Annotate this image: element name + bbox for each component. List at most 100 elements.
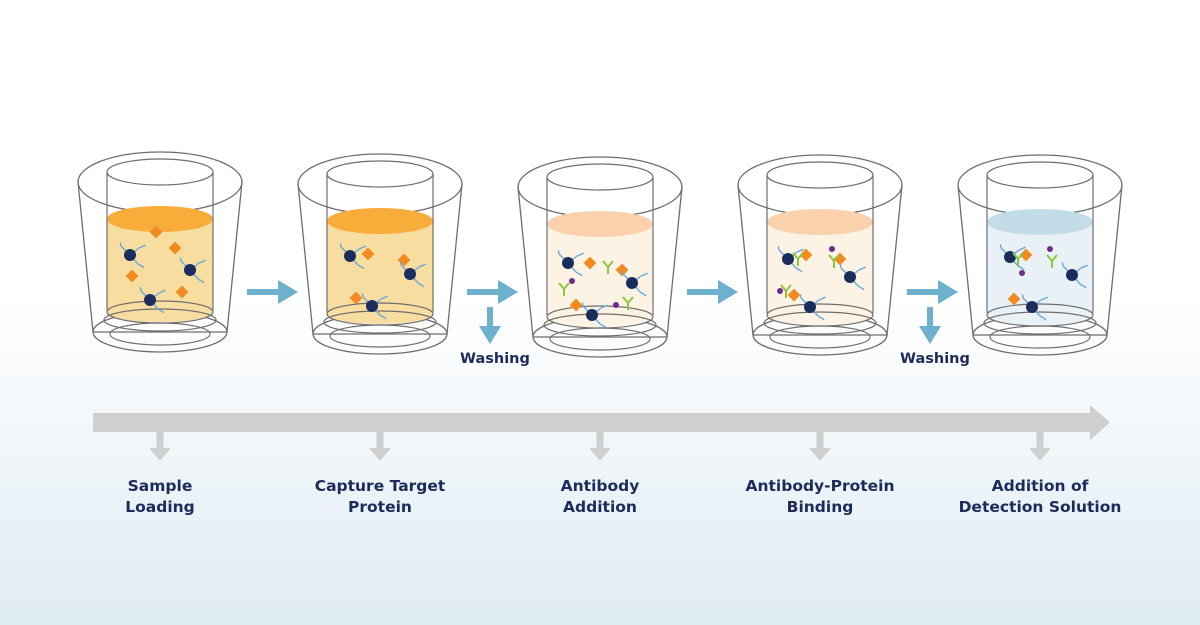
step-label-line: Sample [127, 477, 193, 495]
step-label-sample-loading: Sample Loading [50, 476, 270, 518]
bead [1004, 251, 1016, 263]
bead [344, 250, 356, 262]
liquid [547, 224, 653, 327]
washing-label: Washing [900, 351, 970, 367]
outer-wall [957, 184, 1123, 336]
well-5 [957, 154, 1123, 356]
step-label-line: Antibody [560, 477, 640, 495]
step-label-antibody-addition: Antibody Addition [490, 476, 710, 518]
enzyme-label [829, 246, 835, 252]
step-label-line: Detection Solution [958, 498, 1122, 516]
inner-rim [106, 158, 214, 186]
step-label-line: Loading [125, 498, 195, 516]
outer-wall [517, 186, 683, 338]
target-protein [349, 291, 363, 305]
detection-antibody [558, 282, 570, 296]
timeline-tick [1029, 432, 1051, 461]
inner-base-disc [763, 311, 877, 335]
inner-base [766, 303, 874, 327]
inner-rim [986, 161, 1094, 189]
liquid-surface [547, 211, 653, 237]
detection-antibody [1012, 252, 1024, 266]
bead [626, 277, 638, 289]
timeline-tick [589, 432, 611, 461]
washing-arrow [479, 307, 501, 344]
bead [404, 268, 416, 280]
liquid [327, 221, 433, 324]
detection-antibody [792, 252, 804, 266]
base-ring-inner [769, 325, 871, 349]
enzyme-label [613, 302, 619, 308]
step-label-antibody-protein-binding: Antibody-Protein Binding [710, 476, 930, 518]
enzyme-label [777, 288, 783, 294]
enzyme-label [1019, 270, 1025, 276]
step-label-line: Antibody-Protein [745, 477, 895, 495]
step-arrow [247, 280, 298, 304]
outer-rim [517, 156, 683, 218]
outer-rim [77, 151, 243, 213]
target-protein [361, 247, 375, 261]
bead [844, 271, 856, 283]
inner-base [326, 302, 434, 326]
timeline-ticks [149, 432, 1051, 461]
base-ring-inner [549, 327, 651, 351]
bead [1066, 269, 1078, 281]
detection-antibody [602, 260, 614, 274]
target-protein [168, 241, 182, 255]
liquid-surface [327, 208, 433, 234]
outer-rim [297, 153, 463, 215]
step-arrow [687, 280, 738, 304]
washing-label: Washing [460, 351, 530, 367]
detection-antibody [780, 284, 792, 298]
bead [804, 301, 816, 313]
inner-base-disc [983, 311, 1097, 335]
well-3 [517, 156, 683, 358]
outer-wall [297, 183, 463, 335]
inner-base [106, 300, 214, 324]
inner-rim [546, 163, 654, 191]
liquid [767, 222, 873, 325]
inner-base [986, 303, 1094, 327]
step-arrow [907, 280, 958, 304]
outer-wall [737, 184, 903, 336]
step-label-addition-of-detection-solution: Addition of Detection Solution [930, 476, 1150, 518]
step-label-capture-target-protein: Capture Target Protein [270, 476, 490, 518]
inner-rim [766, 161, 874, 189]
detection-antibody [828, 254, 840, 268]
liquid [107, 219, 213, 322]
bead [562, 257, 574, 269]
well-1 [77, 151, 243, 353]
bead [124, 249, 136, 261]
inner-base-disc [543, 313, 657, 337]
step-label-line: Addition of [991, 477, 1089, 495]
detection-antibody [1046, 254, 1058, 268]
timeline-tick [809, 432, 831, 461]
inner-base [546, 305, 654, 329]
bead [144, 294, 156, 306]
enzyme-label [1047, 246, 1053, 252]
step-label-line: Addition [563, 498, 637, 516]
outer-wall [77, 181, 243, 333]
liquid-surface [987, 209, 1093, 235]
liquid-surface [767, 209, 873, 235]
timeline-tick [149, 432, 171, 461]
step-label-line: Protein [348, 498, 412, 516]
bead [1026, 301, 1038, 313]
liquid-surface [107, 206, 213, 232]
bead [782, 253, 794, 265]
enzyme-label [569, 278, 575, 284]
inner-rim [326, 160, 434, 188]
step-label-line: Binding [786, 498, 854, 516]
bead [184, 264, 196, 276]
target-protein [175, 285, 189, 299]
timeline-arrow [93, 405, 1110, 440]
timeline-tick [369, 432, 391, 461]
well-4 [737, 154, 903, 356]
process-arrows [247, 280, 958, 344]
outer-rim [957, 154, 1123, 216]
inner-base-disc [103, 308, 217, 332]
bead [586, 309, 598, 321]
bead [366, 300, 378, 312]
inner-base-disc [323, 310, 437, 334]
